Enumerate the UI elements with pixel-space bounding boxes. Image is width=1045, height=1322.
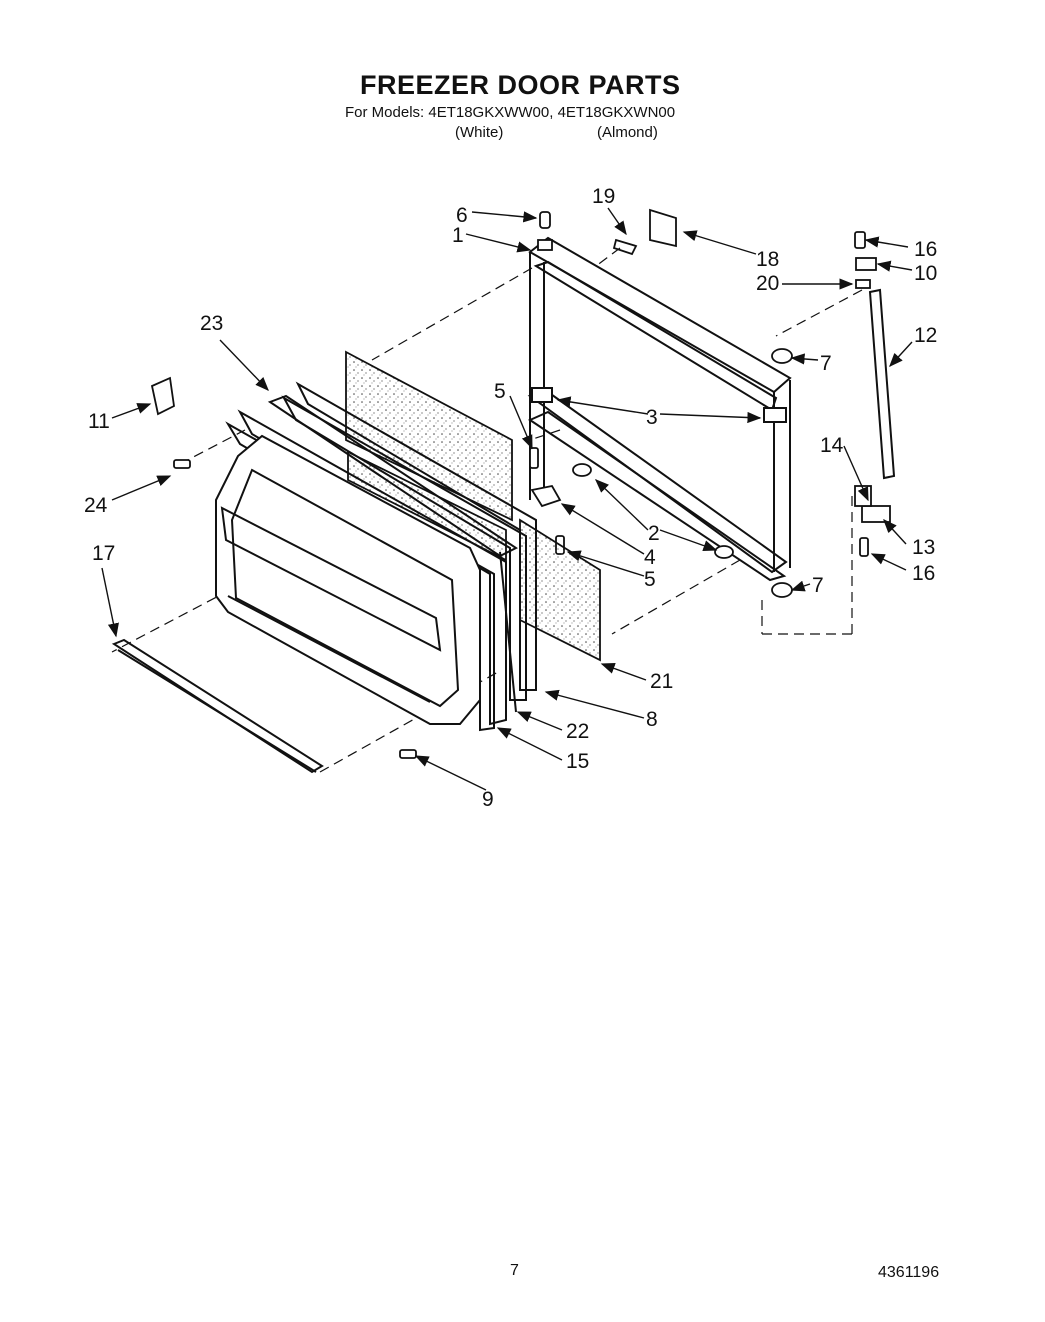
inner-door-frame	[527, 236, 792, 582]
callout-14: 14	[820, 434, 844, 457]
outer-door-shell	[215, 434, 481, 725]
variant-white: (White)	[455, 124, 504, 141]
callout-labels: 6 1 19 18 16 10 20 12 7 3 5 14 2 4 5 13 …	[84, 185, 937, 811]
callout-23: 23	[200, 312, 223, 335]
callout-8: 8	[646, 708, 658, 731]
alignment-lines	[111, 247, 863, 773]
callout-16-top: 16	[914, 238, 937, 261]
callout-5-top: 5	[494, 380, 506, 403]
callout-18: 18	[756, 248, 779, 271]
callout-10: 10	[914, 262, 937, 285]
hardware-parts	[529, 208, 891, 598]
document-number: 4361196	[878, 1264, 940, 1281]
callout-5-bottom: 5	[644, 568, 656, 591]
callout-6: 6	[456, 204, 468, 227]
callout-7-top: 7	[820, 352, 832, 375]
callout-24: 24	[84, 494, 108, 517]
hinge-bar	[868, 288, 896, 480]
callout-16-bottom: 16	[912, 562, 935, 585]
callout-2: 2	[648, 522, 660, 545]
callout-17: 17	[92, 542, 115, 565]
bottom-trim	[111, 638, 324, 774]
callout-1: 1	[452, 224, 464, 247]
callout-3: 3	[646, 406, 658, 429]
small-parts	[150, 376, 417, 759]
leader-arrows	[101, 207, 913, 791]
callout-22: 22	[566, 720, 589, 743]
callout-19: 19	[592, 185, 615, 208]
models-line: For Models: 4ET18GKXWW00, 4ET18GKXWN00	[345, 104, 676, 121]
door-gasket-layers	[225, 381, 537, 732]
callout-13: 13	[912, 536, 935, 559]
callout-4: 4	[644, 546, 656, 569]
page-number: 7	[510, 1262, 519, 1279]
callout-21: 21	[650, 670, 673, 693]
callout-7-bottom: 7	[812, 574, 824, 597]
callout-9: 9	[482, 788, 494, 811]
page-title: FREEZER DOOR PARTS	[360, 70, 681, 100]
callout-15: 15	[566, 750, 589, 773]
callout-11: 11	[88, 410, 110, 433]
callout-12: 12	[914, 324, 937, 347]
variant-almond: (Almond)	[597, 124, 658, 141]
callout-20: 20	[756, 272, 779, 295]
